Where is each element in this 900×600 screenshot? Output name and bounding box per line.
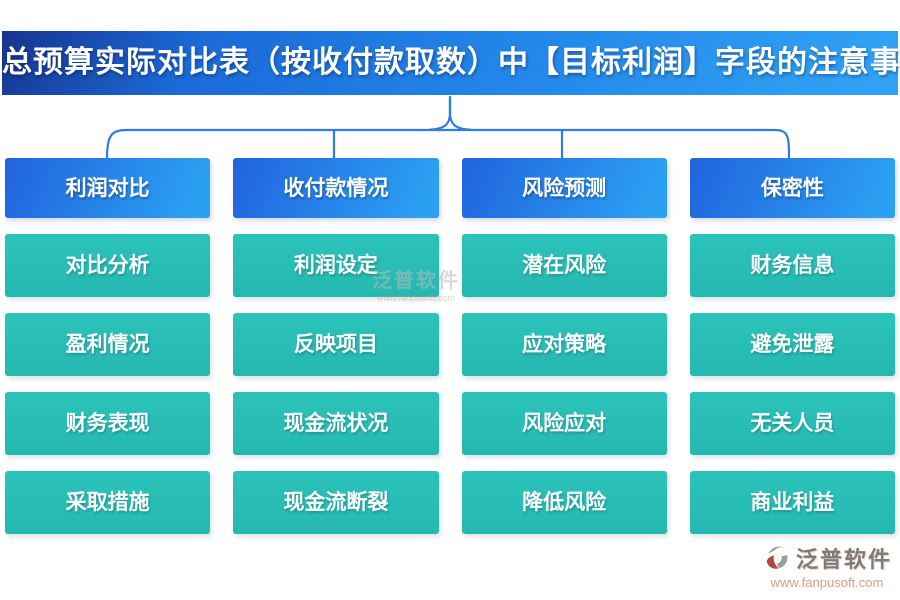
item-box: 现金流状况 [233,392,439,455]
column-header: 风险预测 [461,158,667,218]
column-4: 保密性财务信息避免泄露无关人员商业利益 [689,158,895,534]
column-header: 保密性 [689,158,895,218]
connector-lines [105,95,791,159]
item-box: 对比分析 [5,234,211,297]
brand-footer: 泛普软件 www.fanpusoft.com [762,542,892,590]
item-box: 降低风险 [461,471,667,534]
item-box: 利润设定 [233,234,439,297]
column-3: 风险预测潜在风险应对策略风险应对降低风险 [461,158,667,534]
item-box: 财务表现 [5,392,211,455]
diagram-grid: 利润对比对比分析盈利情况财务表现采取措施收付款情况利润设定反映项目现金流状况现金… [5,158,895,534]
item-box: 反映项目 [233,313,439,376]
brand-url: www.fanpusoft.com [770,575,884,590]
item-box: 采取措施 [5,471,211,534]
item-box: 无关人员 [689,392,895,455]
column-2: 收付款情况利润设定反映项目现金流状况现金流断裂 [233,158,439,534]
item-box: 潜在风险 [461,234,667,297]
item-box: 商业利益 [689,471,895,534]
item-box: 盈利情况 [5,313,211,376]
column-header: 利润对比 [5,158,211,218]
item-box: 现金流断裂 [233,471,439,534]
page-title: 总预算实际对比表（按收付款取数）中【目标利润】字段的注意事项 [2,31,900,95]
item-box: 应对策略 [461,313,667,376]
item-box: 财务信息 [689,234,895,297]
column-1: 利润对比对比分析盈利情况财务表现采取措施 [5,158,211,534]
item-box: 避免泄露 [689,313,895,376]
fanpu-logo-icon [766,546,790,569]
column-header: 收付款情况 [233,158,439,218]
item-box: 风险应对 [461,392,667,455]
brand-name: 泛普软件 [795,547,892,572]
